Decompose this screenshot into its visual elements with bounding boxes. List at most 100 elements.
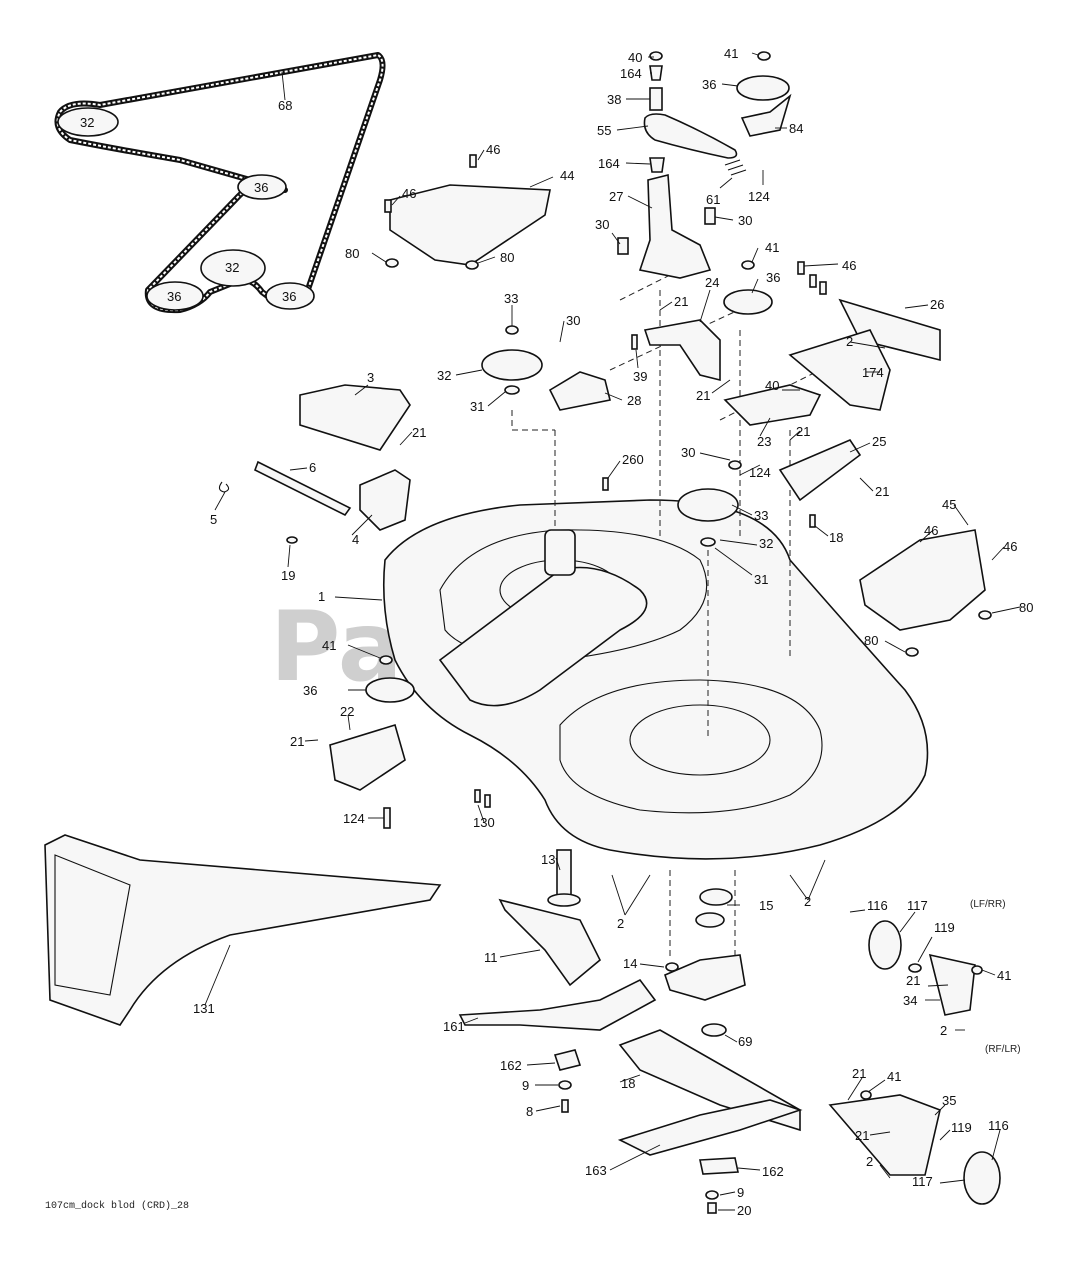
callout-label: 35 bbox=[942, 1093, 956, 1108]
callout-label: 27 bbox=[609, 189, 623, 204]
callout-label: 21 bbox=[906, 973, 920, 988]
nut-80 bbox=[465, 260, 479, 270]
callout-label: 119 bbox=[934, 920, 955, 935]
callout-label: 30 bbox=[595, 217, 609, 232]
callout-label: 116 bbox=[867, 898, 888, 913]
bolt-20 bbox=[707, 1202, 717, 1214]
leader-line bbox=[281, 71, 286, 101]
bolt-260 bbox=[602, 477, 609, 491]
bushing-164 bbox=[649, 65, 663, 81]
callout-label: 21 bbox=[855, 1128, 869, 1143]
nut-40 bbox=[649, 51, 663, 61]
wheel-bracket-35 bbox=[828, 1094, 941, 1176]
callout-labels: 40 164 38 55 164 41 36 84 124 61 27 30 3… bbox=[193, 46, 1033, 1218]
callout-label: 162 bbox=[762, 1164, 784, 1179]
bolt-46 bbox=[819, 281, 827, 295]
callout-label: 46 bbox=[402, 186, 416, 201]
callout-label: 4 bbox=[352, 532, 359, 547]
rod-6 bbox=[253, 460, 352, 517]
callout-label: 30 bbox=[566, 313, 580, 328]
blade-163 bbox=[617, 1099, 803, 1156]
cap-69 bbox=[701, 1023, 727, 1037]
callout-label: 164 bbox=[620, 66, 642, 81]
nut-80 bbox=[905, 647, 919, 657]
bushing-164 bbox=[649, 157, 665, 173]
callout-label: 69 bbox=[738, 1034, 752, 1049]
bolt-30 bbox=[704, 207, 716, 225]
pulley-36-right bbox=[237, 174, 287, 200]
callout-label: 8 bbox=[526, 1104, 533, 1119]
callout-label: 44 bbox=[560, 168, 574, 183]
callout-label: 2 bbox=[846, 334, 853, 349]
callout-label: 2 bbox=[866, 1154, 873, 1169]
callout-label: 33 bbox=[754, 508, 768, 523]
deck-discharge-plate bbox=[438, 566, 648, 707]
callout-label: 15 bbox=[759, 898, 773, 913]
deck-shell bbox=[382, 499, 929, 860]
callout-label: 19 bbox=[281, 568, 295, 583]
callout-label: 46 bbox=[842, 258, 856, 273]
washer-14 bbox=[665, 962, 679, 972]
spindle-13 bbox=[556, 849, 572, 896]
drive-belt-ribs bbox=[56, 54, 384, 312]
callout-label: 18 bbox=[829, 530, 843, 545]
callout-label: 32 bbox=[437, 368, 451, 383]
drawing-code: 107cm_dock blod (CRD)_28 bbox=[45, 1200, 189, 1212]
callout-label: 21 bbox=[412, 425, 426, 440]
callout-label: 11 bbox=[484, 950, 498, 965]
bolt-18 bbox=[809, 514, 816, 528]
callout-label: 2 bbox=[804, 894, 811, 909]
callout-label: 14 bbox=[623, 956, 637, 971]
bolt-124 bbox=[383, 807, 391, 829]
callout-label: 21 bbox=[674, 294, 688, 309]
wheel-117 bbox=[963, 1151, 1001, 1205]
washer-9 bbox=[705, 1190, 719, 1200]
bolt-8 bbox=[561, 1099, 569, 1113]
callout-label: 124 bbox=[748, 189, 770, 204]
callout-label: 131 bbox=[193, 1001, 215, 1016]
callout-label: 46 bbox=[486, 142, 500, 157]
bolt-130 bbox=[484, 794, 491, 808]
callout-label: 61 bbox=[706, 192, 720, 207]
belt-diagram: 32 36 32 36 36 68 bbox=[54, 52, 386, 314]
callout-label: 84 bbox=[789, 121, 803, 136]
callout-label: 117 bbox=[912, 1174, 933, 1189]
hardware bbox=[286, 154, 992, 1100]
callout-label: 124 bbox=[749, 465, 771, 480]
pulley-36-bottom-right bbox=[265, 282, 315, 310]
callout-label: 26 bbox=[930, 297, 944, 312]
nut-41 bbox=[860, 1090, 872, 1100]
callout-label: 21 bbox=[290, 734, 304, 749]
blade-11 bbox=[498, 898, 601, 987]
bolt-39 bbox=[631, 334, 638, 350]
pulley-hub-14 bbox=[664, 954, 746, 1001]
callout-label: 174 bbox=[862, 365, 884, 380]
callout-label: 41 bbox=[724, 46, 738, 61]
chute-opening bbox=[54, 854, 131, 996]
callout-label: 80 bbox=[864, 633, 878, 648]
belt-cover-44 bbox=[389, 184, 551, 266]
callout-label: 163 bbox=[585, 1163, 607, 1178]
deck-spindle-ring bbox=[629, 704, 771, 776]
bearing bbox=[695, 912, 725, 928]
deck-right-chamber bbox=[559, 679, 823, 814]
callout-label: 13 bbox=[541, 852, 555, 867]
pulley-32-middle bbox=[200, 249, 266, 287]
wheel-bracket-34 bbox=[928, 953, 976, 1016]
bolt-130 bbox=[474, 789, 481, 803]
callout-label: 130 bbox=[473, 815, 495, 830]
nut-19 bbox=[286, 536, 298, 544]
callout-label: 41 bbox=[322, 638, 336, 653]
blade-161 bbox=[458, 978, 657, 1031]
callout-label: 20 bbox=[737, 1203, 751, 1218]
callout-label: 2 bbox=[940, 1023, 947, 1038]
callout-label: 80 bbox=[500, 250, 514, 265]
callout-label: 38 bbox=[607, 92, 621, 107]
bracket-26 bbox=[838, 298, 941, 362]
callout-label: 119 bbox=[951, 1120, 972, 1135]
nut-41 bbox=[971, 965, 983, 975]
nut-80 bbox=[978, 610, 992, 620]
callout-label: 41 bbox=[997, 968, 1011, 983]
callout-label: 3 bbox=[367, 370, 374, 385]
callout-label: 46 bbox=[924, 523, 938, 538]
